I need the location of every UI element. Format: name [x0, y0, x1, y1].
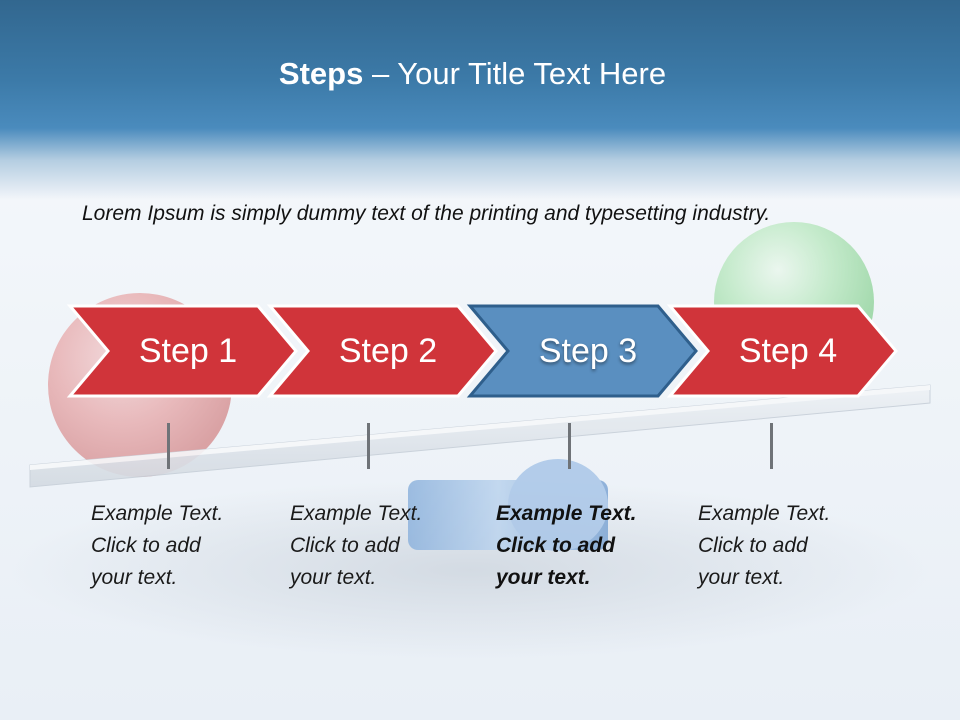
title-rest: – Your Title Text Here	[363, 56, 667, 91]
title-banner	[0, 0, 960, 200]
step-4-label: Step 4	[738, 332, 838, 370]
step-2-chevron[interactable]	[266, 304, 498, 398]
step-4-connector	[770, 423, 773, 469]
seesaw-plank	[29, 384, 931, 488]
step-1-chevron[interactable]	[66, 304, 298, 398]
step-2-connector	[367, 423, 370, 469]
intro-paragraph[interactable]: Lorem Ipsum is simply dummy text of the …	[82, 202, 771, 225]
step-3-label: Step 3	[538, 332, 638, 370]
step-1-label: Step 1	[138, 332, 238, 370]
title-strong: Steps	[278, 56, 364, 91]
step-3-connector	[568, 423, 571, 469]
step-3-text[interactable]: Example Text. Click to add your text.	[496, 502, 637, 589]
floor-shadow	[10, 480, 930, 660]
step-3-chevron[interactable]	[466, 304, 698, 398]
slide-title[interactable]: Steps – Your Title Text Here	[0, 56, 945, 92]
step-2-text[interactable]: Example Text. Click to add your text.	[290, 502, 423, 589]
step-1-text[interactable]: Example Text. Click to add your text.	[91, 502, 224, 589]
blue-cylinder	[408, 459, 608, 551]
step-1-connector	[167, 423, 170, 469]
step-4-chevron[interactable]	[666, 304, 898, 398]
step-2-label: Step 2	[338, 332, 438, 370]
step-4-text[interactable]: Example Text. Click to add your text.	[698, 502, 831, 589]
